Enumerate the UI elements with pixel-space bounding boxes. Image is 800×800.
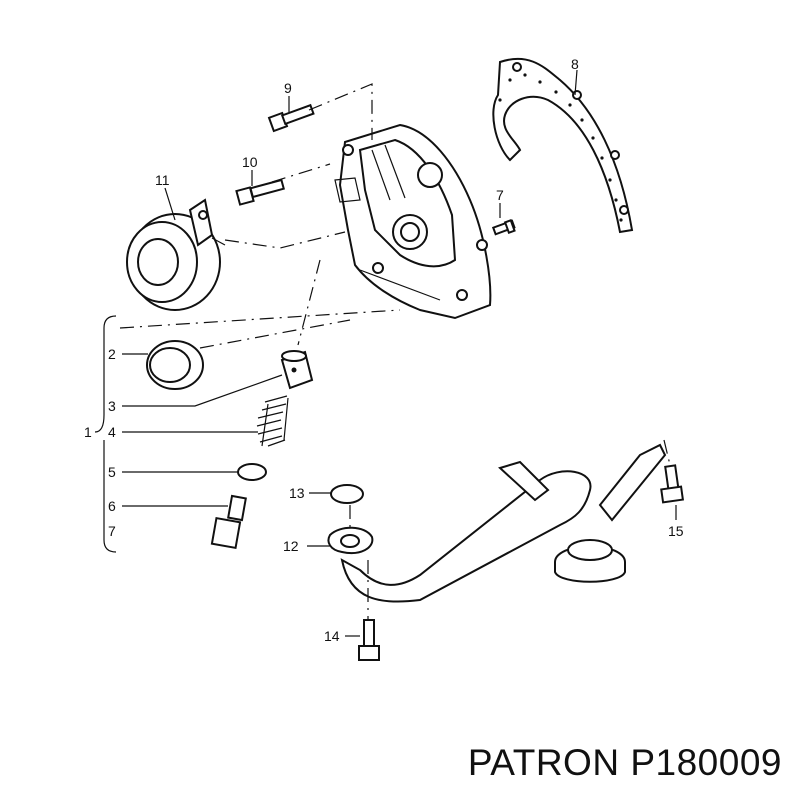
label-6: 6 — [108, 498, 116, 514]
callout-labels: 1 2 3 4 5 6 7 7 8 9 10 11 12 13 14 15 — [84, 56, 684, 644]
label-7-bottom: 7 — [108, 523, 116, 539]
label-15: 15 — [668, 523, 684, 539]
seal-part-2 — [146, 340, 204, 390]
spring-part-4 — [256, 395, 289, 447]
assembly-centerlines — [119, 83, 671, 620]
gasket-part-8 — [492, 57, 634, 234]
label-13: 13 — [289, 485, 305, 501]
label-5: 5 — [108, 464, 116, 480]
label-11: 11 — [155, 172, 170, 188]
label-12: 12 — [283, 538, 299, 554]
label-2: 2 — [108, 346, 116, 362]
brand-part-number: PATRON P180009 — [467, 742, 782, 783]
label-4: 4 — [108, 424, 116, 440]
oil-pump-housing — [334, 123, 492, 320]
label-3: 3 — [108, 398, 116, 414]
label-7-top: 7 — [496, 187, 504, 203]
label-8: 8 — [571, 56, 579, 72]
label-9: 9 — [284, 80, 292, 96]
pulley-part-11 — [126, 198, 226, 311]
plug-part-6 — [210, 494, 247, 550]
seal-ring-part-13 — [330, 484, 364, 504]
label-10: 10 — [242, 154, 258, 170]
bolt-part-15 — [660, 464, 685, 504]
bolt-part-9 — [267, 103, 315, 133]
oil-pickup-tube-part-12 — [327, 443, 667, 603]
screw-part-7-top — [491, 219, 516, 236]
bolt-part-14 — [358, 619, 380, 661]
washer-part-5 — [237, 463, 267, 481]
leader-lines — [94, 69, 677, 637]
bolt-part-10 — [235, 178, 285, 206]
piston-part-3 — [280, 350, 314, 390]
label-14: 14 — [324, 628, 340, 644]
label-1: 1 — [84, 424, 92, 440]
